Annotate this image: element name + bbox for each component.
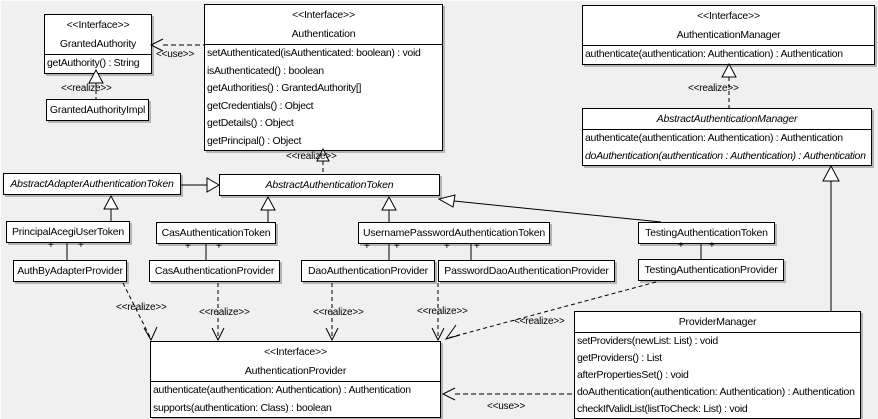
class-testing-authentication-provider[interactable]: TestingAuthenticationProvider (638, 259, 784, 281)
realize-label: <<realize>> (116, 302, 167, 313)
method: authenticate(authentication: Authenticat… (153, 384, 411, 396)
use-label: <<use>> (156, 49, 195, 60)
association-end-plus: + (216, 241, 222, 252)
class-name: AuthenticationProvider (244, 365, 347, 377)
method: authenticate(authentication: Authenticat… (585, 48, 843, 60)
class-name: PrincipalAcegiUserToken (11, 226, 125, 238)
stereotype: <<Interface>> (66, 19, 130, 31)
generalization-providermanager (822, 164, 840, 311)
association-end-plus: + (709, 240, 715, 251)
class-name: TestingAuthenticationToken (645, 227, 768, 239)
method: getProviders() : List (577, 352, 662, 364)
method: getCredentials() : Object (207, 99, 314, 112)
method: supports(authentication: Class) : boolea… (153, 401, 332, 414)
method: getPrincipal() : Object (207, 134, 302, 147)
class-name: PasswordDaoAuthenticationProvider (444, 265, 609, 277)
association-end-plus: + (364, 241, 370, 252)
class-name: CasAuthenticationToken (161, 227, 271, 239)
realize-label: <<realize>> (199, 307, 250, 318)
class-dao-authentication-provider[interactable]: DaoAuthenticationProvider (301, 260, 435, 282)
class-header: <<Interface>> Authentication (205, 5, 442, 45)
class-name: AuthByAdapterProvider (17, 265, 123, 277)
class-granted-authority-impl[interactable]: GrantedAuthorityImpl (46, 99, 149, 121)
class-header: <<Interface>> GrantedAuthority (45, 15, 151, 55)
realize-label: <<realize>> (688, 83, 739, 94)
class-name: GrantedAuthority (59, 38, 137, 50)
method: getAuthority() : String (47, 57, 140, 69)
generalization-usernamepasswordauthenticationtoken (381, 195, 397, 222)
class-authentication[interactable]: <<Interface>> Authentication setAuthenti… (204, 4, 443, 151)
class-name: ProviderManager (678, 316, 757, 328)
class-abstract-adapter-authentication-token[interactable]: AbstractAdapterAuthenticationToken (3, 173, 181, 195)
class-cas-authentication-token[interactable]: CasAuthenticationToken (156, 222, 276, 244)
class-header: AbstractAuthenticationManager (583, 109, 871, 130)
method: getDetails() : Object (207, 117, 294, 129)
association-end-plus: + (78, 240, 84, 251)
stereotype: <<Interface>> (697, 10, 760, 22)
class-abstract-authentication-token[interactable]: AbstractAuthenticationToken (219, 174, 440, 196)
association-end-plus: + (444, 241, 450, 252)
association-end-plus: + (474, 241, 480, 252)
realize-label: <<realize>> (417, 306, 468, 317)
class-granted-authority[interactable]: <<Interface>> GrantedAuthority getAuthor… (44, 14, 152, 74)
class-name: TestingAuthenticationProvider (644, 264, 778, 276)
class-name: UsernamePasswordAuthenticationToken (362, 227, 546, 239)
association-end-plus: + (48, 240, 54, 251)
method: getAuthorities() : GrantedAuthority[] (207, 82, 362, 94)
method: authenticate(authentication: Authenticat… (585, 132, 843, 144)
method: doAuthentication(authentication: Authent… (577, 386, 855, 398)
class-testing-authentication-token[interactable]: TestingAuthenticationToken (638, 222, 775, 244)
class-authentication-manager[interactable]: <<Interface>> AuthenticationManager auth… (582, 5, 875, 65)
association-lines (66, 243, 702, 260)
method: checkIfValidList(listToCheck: List) : vo… (577, 403, 748, 415)
class-name: Authentication (291, 28, 356, 40)
class-cas-authentication-provider[interactable]: CasAuthenticationProvider (149, 260, 280, 282)
class-name: AuthenticationManager (676, 29, 781, 41)
realize-label: <<realize>> (286, 151, 337, 162)
class-password-dao-authentication-provider[interactable]: PasswordDaoAuthenticationProvider (438, 260, 615, 282)
class-header: <<Interface>> AuthenticationManager (583, 6, 874, 46)
association-end-plus: + (185, 241, 191, 252)
generalization-principalacegiusertoken (103, 194, 119, 221)
stereotype: <<Interface>> (264, 346, 327, 358)
class-abstract-authentication-manager[interactable]: AbstractAuthenticationManager authentica… (582, 108, 872, 166)
method: isAuthenticated() : boolean (207, 64, 324, 77)
use-label: <<use>> (487, 401, 526, 412)
class-header: ProviderManager (575, 312, 860, 333)
generalization-casauthenticationtoken (260, 195, 276, 222)
method: setAuthenticated(isAuthenticated: boolea… (207, 47, 421, 59)
class-name: GrantedAuthorityImpl (49, 104, 146, 116)
method: doAuthentication(authentication : Authen… (585, 149, 866, 162)
realize-label: <<realize>> (313, 307, 364, 318)
method: setProviders(newList: List) : void (577, 335, 718, 347)
association-end-plus: + (678, 240, 684, 251)
class-header: <<Interface>> AuthenticationProvider (151, 342, 440, 382)
class-name: CasAuthenticationProvider (154, 265, 275, 277)
generalization-abstractadapterauthenticationtoken (180, 177, 220, 193)
method: afterPropertiesSet() : void (577, 369, 689, 381)
realize-label: <<realize>> (514, 316, 565, 327)
realize-label: <<realize>> (61, 83, 112, 94)
class-name: AbstractAuthenticationToken (265, 179, 394, 191)
class-auth-by-adapter-provider[interactable]: AuthByAdapterProvider (13, 260, 127, 282)
stereotype: <<Interface>> (292, 9, 355, 21)
generalization-testingauthenticationtoken (437, 194, 662, 223)
class-principal-acegi-user-token[interactable]: PrincipalAcegiUserToken (6, 221, 130, 243)
use-arrow-providermanager-authenticationprovider (441, 387, 574, 401)
association-end-plus: + (394, 241, 400, 252)
class-name: DaoAuthenticationProvider (308, 265, 428, 277)
class-username-password-authentication-token[interactable]: UsernamePasswordAuthenticationToken (358, 222, 550, 244)
class-name: AbstractAuthenticationManager (656, 113, 798, 125)
class-provider-manager[interactable]: ProviderManager setProviders(newList: Li… (574, 311, 861, 419)
class-authentication-provider[interactable]: <<Interface>> AuthenticationProvider aut… (150, 341, 441, 418)
class-name: AbstractAdapterAuthenticationToken (10, 178, 174, 190)
